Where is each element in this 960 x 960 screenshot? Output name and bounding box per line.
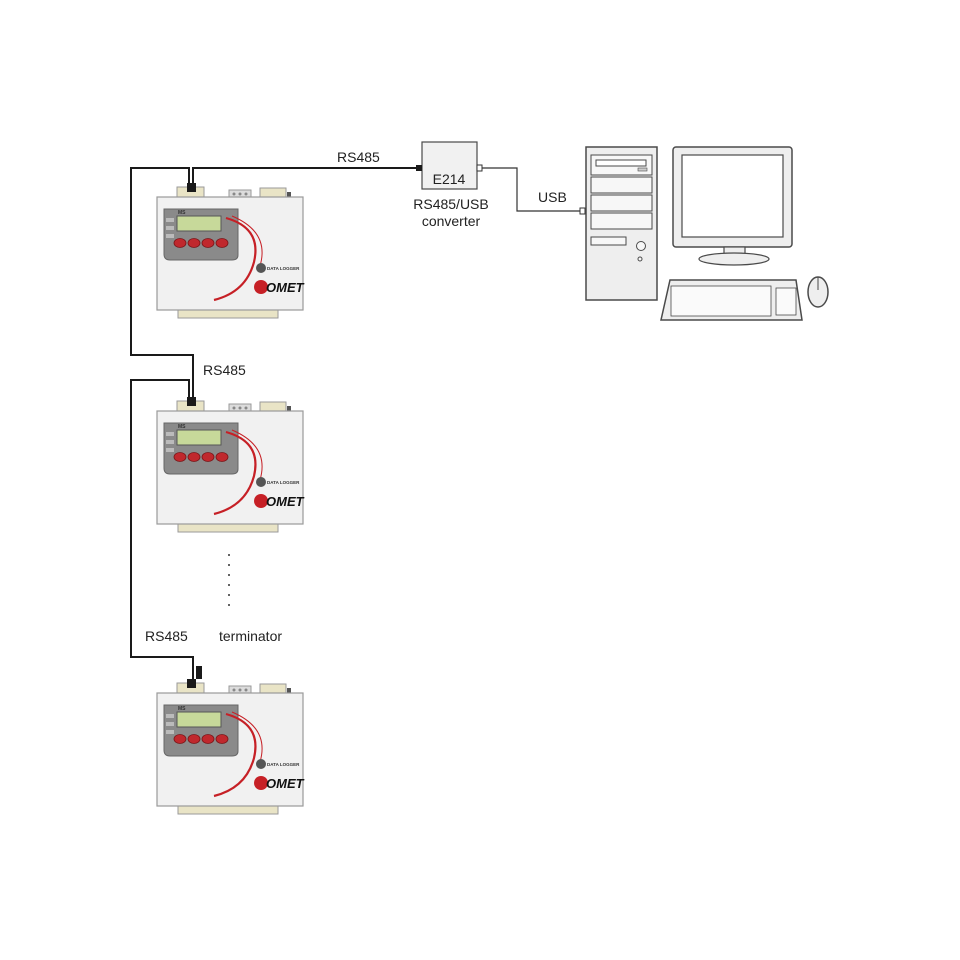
converter-label-line2: converter [422, 213, 481, 229]
continuation-dots [228, 554, 230, 606]
converter-label-line1: RS485/USB [413, 196, 488, 212]
rs485-label-bottom: RS485 [145, 628, 188, 644]
data-logger-3 [155, 679, 306, 816]
rs485-plug [187, 183, 196, 192]
usb-plug [579, 207, 586, 215]
pc-keyboard [660, 279, 803, 321]
pc-monitor [672, 146, 793, 266]
rs485-cabling [130, 167, 418, 685]
terminator-plug [196, 666, 202, 679]
data-logger-2 [155, 397, 306, 534]
data-logger-1 [155, 183, 306, 320]
rs485-label-middle: RS485 [203, 362, 246, 378]
usb-cable [477, 167, 583, 212]
rs485-usb-converter [416, 141, 483, 190]
rs485-label-top: RS485 [337, 149, 380, 165]
converter-model-label: E214 [433, 171, 466, 187]
terminator-label: terminator [219, 628, 282, 644]
pc-tower [585, 146, 658, 301]
pc-mouse [807, 276, 829, 308]
usb-label: USB [538, 189, 567, 205]
rs485-plug [187, 679, 196, 688]
rs485-plug [187, 397, 196, 406]
